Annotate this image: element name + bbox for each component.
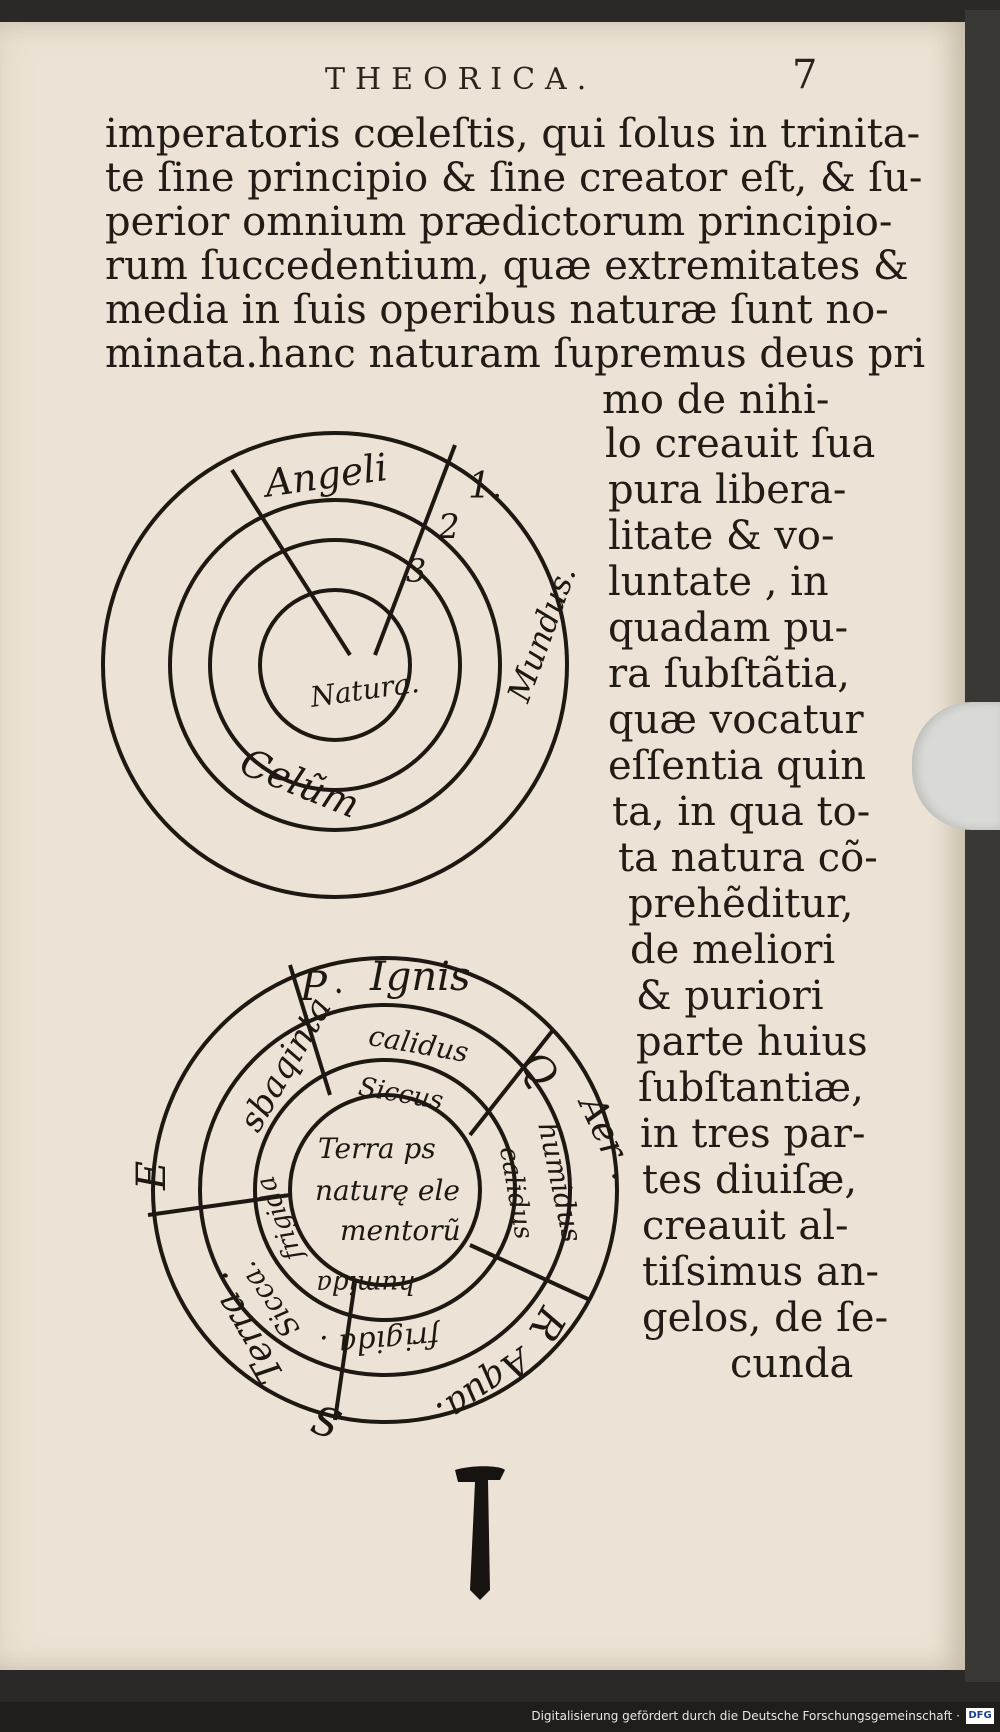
page-clip (912, 702, 1000, 830)
text-line: luntate , in (608, 559, 829, 605)
text-line: prehẽditur, (628, 881, 854, 927)
credit-text: Digitalisierung gefördert durch die Deut… (531, 1709, 960, 1723)
running-title: THEORICA. (325, 62, 597, 97)
dfg-logo: DFG (966, 1708, 994, 1724)
text-line: pura libera- (608, 467, 847, 513)
page-number: 7 (792, 52, 818, 98)
text-line: quæ vocatur (608, 697, 864, 743)
text-line: in tres par- (640, 1111, 866, 1157)
footer-bar: Digitalisierung gefördert durch die Deut… (0, 1702, 1000, 1732)
text-line: minata.hanc naturam ſupremus deus pri (105, 331, 926, 377)
text-line: ſubſtantiæ, (638, 1065, 864, 1111)
text-line: eſſentia quin (608, 743, 867, 789)
page-edge (965, 10, 1000, 1682)
text-line: quadam pu- (608, 605, 849, 651)
text-line: creauit al- (642, 1203, 849, 1249)
text-line: de meliori (630, 927, 836, 973)
text-line: & puriori (636, 973, 824, 1019)
text-line: tes diuiſæ, (642, 1157, 858, 1203)
text-line: litate & vo- (608, 513, 835, 559)
text-line: ra ſubſtãtia, (608, 651, 851, 697)
text-line: te ſine principio & ſine creator eſt, & … (105, 155, 923, 201)
text-line: lo creauit ſua (605, 421, 876, 467)
text-line: imperatoris cœleſtis, qui ſolus in trini… (105, 111, 921, 157)
text-line: ta, in qua to- (612, 789, 871, 835)
text-line: mo de nihi- (602, 377, 830, 423)
text-line: perior omnium prædictorum principio- (105, 199, 893, 245)
text-line: cunda (730, 1341, 854, 1387)
text-line: media in ſuis operibus naturæ ſunt no- (105, 287, 889, 333)
page-header: THEORICA. 7 (0, 52, 1000, 100)
text-line: tiſsimus an- (642, 1249, 880, 1295)
text-line: gelos, de ſe- (642, 1295, 889, 1341)
text-line: rum ſuccedentium, quæ extremitates & (105, 243, 909, 289)
text-line: parte huius (636, 1019, 868, 1065)
text-line: ta natura cõ- (618, 835, 878, 881)
